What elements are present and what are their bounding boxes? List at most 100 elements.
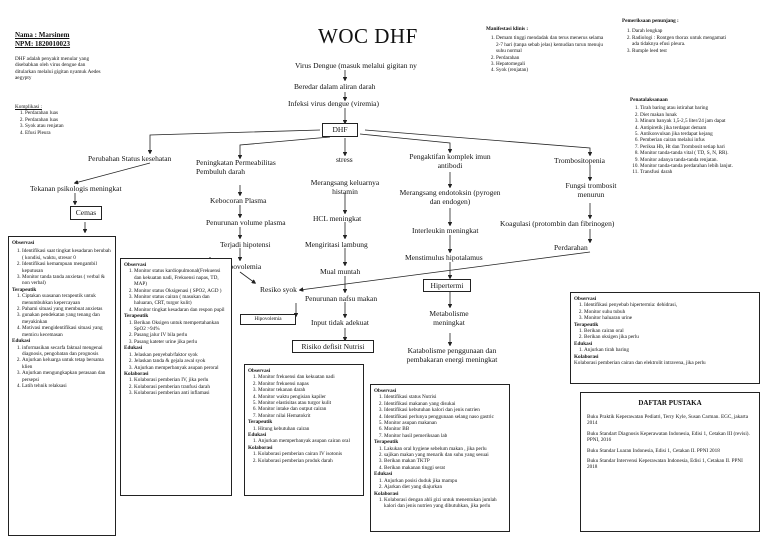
list-item: Monitor tanda-tanda perdarahan lebih lan…: [640, 163, 740, 169]
intervensi-hipovolemia-box: Observasi Monitor frekuensi dan kekuatan…: [244, 364, 364, 496]
list-item: Anjurkan mengungkapkan perasaan dan pers…: [22, 370, 112, 383]
pustaka-item: Buku Standar Luaran Indonesia, Edisi 1, …: [587, 447, 720, 454]
list-item: Monitor tanda-tanda vital ( TD, S, N, RR…: [640, 150, 740, 156]
list-item: Identifikasi status Nutrisi: [384, 394, 506, 400]
list-item: Syok (renjatan): [496, 67, 606, 73]
list-item: Identifikasi makanan yang disukai: [384, 401, 506, 407]
list-item: informasikan secarfa faktual mengenai di…: [22, 345, 112, 358]
obs-title: Observasi: [124, 262, 147, 268]
list-item: Identifikasi saat tingkat kesadaran beru…: [22, 248, 112, 261]
list-item: Monitor status cairan ( masukan dan halu…: [134, 294, 228, 307]
edukasi-title: Edukasi: [124, 345, 143, 352]
manifestasi-title: Manifestasi klinis :: [486, 26, 529, 32]
list-item: Periksa Hb, Ht dan Trombosit setiap hari: [640, 144, 740, 150]
flow-stress: stress: [336, 155, 353, 164]
flow-fungsi-trombosit: Fungsi trombosit menurun: [565, 181, 617, 199]
flow-beredar: Beredar dalam aliran darah: [294, 82, 376, 91]
intervensi-cemas-box: Observasi Identifikasi saat tingkat kesa…: [8, 236, 116, 536]
penatalaksanaan-section: Penatalaksanaan Tirah baring atau istira…: [630, 97, 740, 176]
intervensi-nutrisi-box: Observasi Identifikasi status Nutrisi Id…: [370, 384, 510, 532]
komplikasi-title: Komplikasi :: [15, 104, 42, 110]
list-item: Kolaborasi pemberian anti inflamasi: [134, 390, 228, 396]
flow-resiko-syok: Resiko syok: [260, 285, 297, 294]
list-item: Kolaborasi pemberian cairan IV isotonis: [258, 451, 360, 457]
flow-interleukin: Interleukin meningkat: [412, 226, 479, 235]
list-item: Syok atau renjatan: [25, 123, 105, 129]
daftar-pustaka-box: DAFTAR PUSTAKA Buku Praktik Keperawatan …: [580, 392, 760, 532]
flow-penurunan-nafsu: Penurunan nafsu makan: [305, 294, 378, 303]
list-item: Monitor elastisitas atau turgor kulit: [258, 400, 360, 406]
flow-resiko-defisit-box: Risiko defisit Nutrisi: [292, 340, 374, 353]
manifestasi-section: Manifestasi klinis : Demam tinggi mendad…: [486, 26, 606, 74]
flow-hipovolemia-box: Hipovolemia: [240, 314, 296, 325]
list-item: Monitor asupan makanan: [384, 420, 506, 426]
list-item: sajikan makan yang menarik dan suhu yang…: [384, 452, 506, 458]
pemeriksaan-section: Pemeriksaan penunjang : Darah lengkap Ra…: [622, 18, 732, 54]
flow-kompleks-imun: Pengaktifan komplek imun antibodi: [409, 152, 491, 170]
dhf-definition: DHF adalah penyakit menular yang disebab…: [15, 56, 101, 82]
flow-hipertermi-box: Hipertermi: [423, 279, 471, 292]
obs-title: Observasi: [374, 388, 397, 394]
list-item: Identifikasi kebutuhan kalori dan jenis …: [384, 407, 506, 413]
edukasi-title: Edukasi: [12, 338, 31, 345]
list-item: Monitor status Oksigenasi ( SPO2, AGD ): [134, 288, 228, 294]
pustaka-item: Buku Standar Intervensi Keperawatan Indo…: [587, 458, 743, 471]
flow-hipotalamus: Menstimulus hipotalamus: [405, 253, 483, 262]
list-item: Pahami situasi yang membuat anxietas: [22, 306, 112, 312]
list-item: Berikan Oksigen untuk mempertahankan SpO…: [134, 320, 228, 333]
kolaborasi-title: Kolaborasi: [248, 444, 273, 451]
list-item: Berikan cairan oral: [584, 328, 756, 334]
list-item: Monitor nilai Hematokrit: [258, 413, 360, 419]
flow-infeksi: Infeksi virus dengue (viremia): [288, 99, 380, 108]
flow-tekanan-psikologi: Tekanan psikologis meningkat: [30, 184, 122, 193]
list-item: Anjurkan posisi duduk jika mampu: [384, 478, 506, 484]
list-item: Monitor waktu pengisian kapiler: [258, 394, 360, 400]
flow-dhf-box: DHF: [322, 123, 358, 137]
list-item: Monitor tanda tanda anxietas ( verbal & …: [22, 274, 112, 287]
list-item: Berikan oksigen jika perlu: [584, 334, 756, 340]
pemeriksaan-title: Pemeriksaan penunjang :: [622, 18, 679, 24]
obs-title: Observasi: [248, 368, 271, 374]
flow-endotoksin: Merangsang endotoksin (pyrogen dan endog…: [399, 188, 501, 206]
terapeutik-title: Terapeutik: [248, 419, 273, 426]
list-item: Lakukan oral hygiene sebelum makan , jik…: [384, 446, 506, 452]
list-item: Darah lengkap: [632, 28, 732, 34]
terapeutik-title: Terapeutik: [574, 321, 599, 328]
kolaborasi-title: Kolaborasi: [574, 353, 599, 360]
list-item: Identifikasi perlunya penggunaan selang …: [384, 414, 506, 420]
list-item: Tirah baring atau istirahat baring: [640, 105, 740, 111]
list-item: Monitor adanya tanda-tanda renjatan.: [640, 157, 740, 163]
list-item: Jelaskan penyebab/faktor syok: [134, 352, 228, 358]
student-name: Nama : Marsinem: [15, 31, 70, 39]
pustaka-item: Buku Praktik Keperawatan Pediatri, Terry…: [587, 414, 749, 427]
pustaka-title: DAFTAR PUSTAKA: [638, 399, 702, 407]
list-item: Latih tehnik relaksasi: [22, 383, 112, 389]
list-item: Hitung kebutuhan cairan: [258, 426, 360, 432]
flow-metabolisme: Metabolisme meningkat: [429, 309, 469, 327]
flow-permeabilitas: Peningkatan Permeabilitas Pembuluh darah: [196, 158, 276, 176]
list-item: Monitor tekanan darah: [258, 387, 360, 393]
flow-cemas-box: Cemas: [70, 206, 102, 220]
list-item: Perdarahan luas: [25, 110, 105, 116]
list-item: Identifikasi penyebab hipertermia: dehid…: [584, 302, 756, 308]
list-item: Radiologi : Rontgen thorax untuk mengama…: [632, 35, 732, 48]
flow-penurunan-volume: Penurunan volume plasma: [206, 218, 286, 227]
list-item: Berikan makanan tinggi serat: [384, 465, 506, 471]
flow-mual: Mual muntah: [320, 267, 361, 276]
list-item: Rumple leed test: [632, 48, 732, 54]
list-item: Monitor status kardiopulmonal(Frekuensi …: [134, 268, 228, 287]
page-title: WOC DHF: [318, 24, 418, 48]
edukasi-title: Edukasi: [248, 432, 267, 439]
flow-intake: Input tidak adekuat: [311, 318, 369, 327]
list-item: Transfusi darah: [640, 169, 740, 175]
list-item: Kolaborasi dengan ahli gizi untuk menent…: [384, 497, 506, 510]
list-item: Diet makan lunak: [640, 112, 740, 118]
list-item: Monitor BB: [384, 426, 506, 432]
list-item: gunakan pendekatan yang tenang dan meyak…: [22, 312, 112, 325]
list-item: Perdarahan: [496, 55, 606, 61]
list-item: Demam tinggi mendadak dan terus menerus …: [496, 35, 606, 54]
list-item: Antikonvulsan jika terdapat kejang: [640, 131, 740, 137]
list-item: Minum banyak 1,5-2,5 liter/24 jam dapat: [640, 118, 740, 124]
list-item: Monitor intake dan output cairan: [258, 406, 360, 412]
